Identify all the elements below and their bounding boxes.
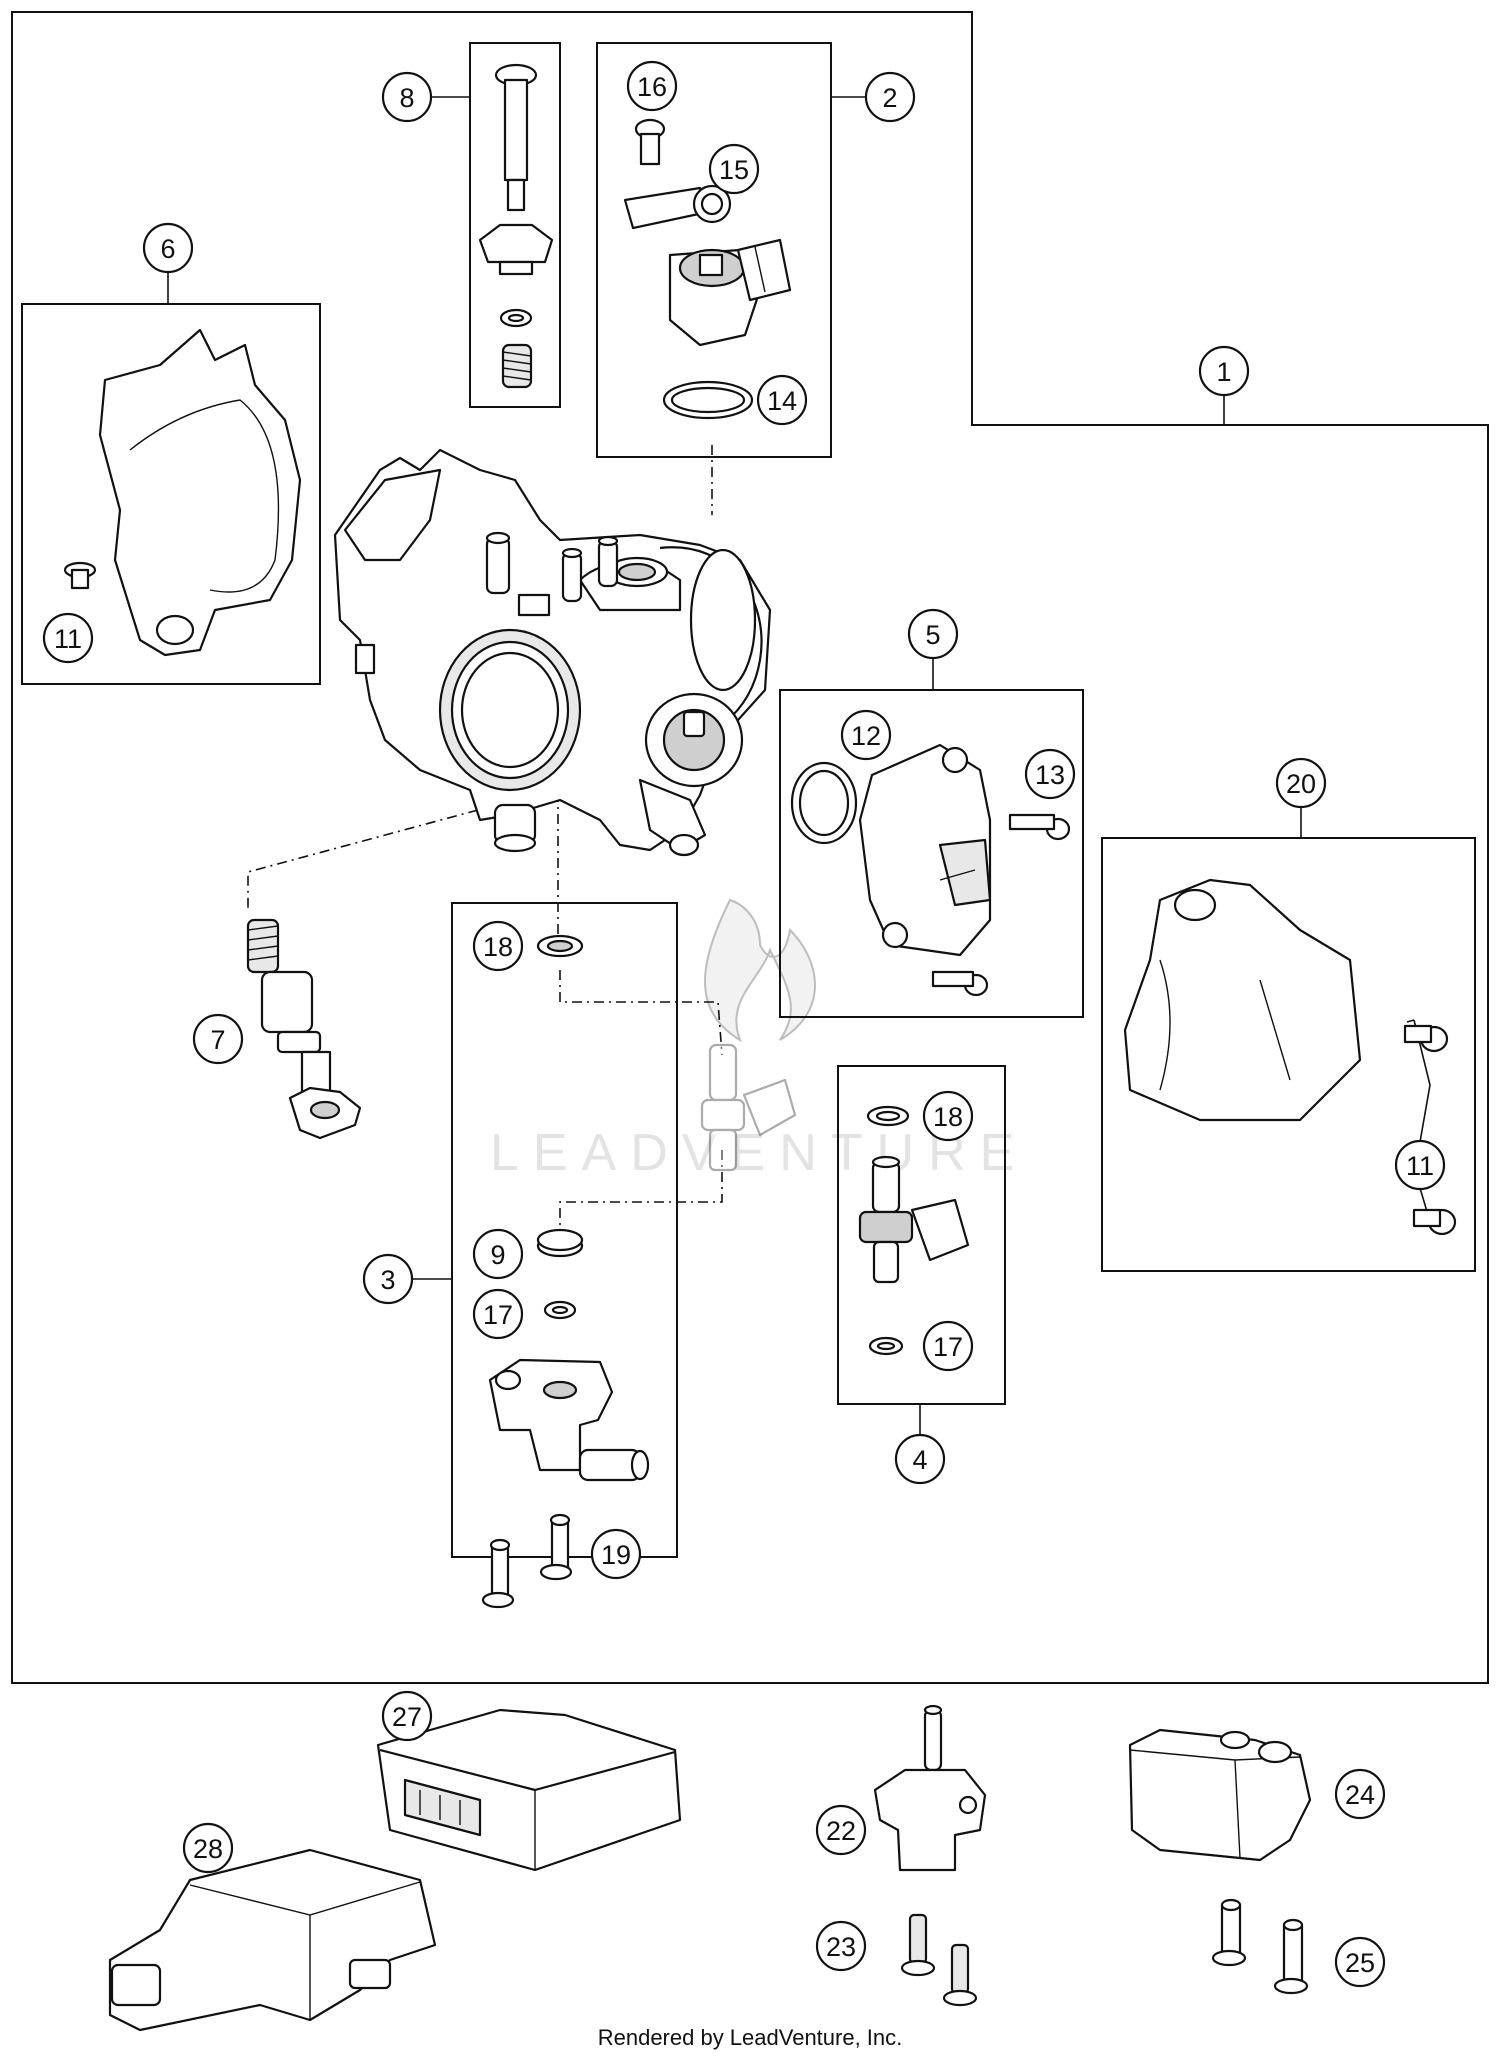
- leader-lines: [167, 96, 1431, 1436]
- callout-13: 13: [1024, 748, 1076, 800]
- callout-label: 19: [601, 1540, 631, 1570]
- callout-label: 6: [160, 234, 175, 264]
- callout-label: 7: [210, 1025, 225, 1055]
- callout-12: 12: [840, 709, 892, 761]
- callout-17-right: 17: [922, 1320, 974, 1372]
- part-22-sensor: [873, 1704, 987, 1872]
- callout-label: 14: [767, 386, 797, 416]
- callout-16: 16: [626, 60, 678, 112]
- callout-15: 15: [708, 143, 760, 195]
- callout-label: 17: [483, 1300, 513, 1330]
- frame-4: [837, 1065, 1006, 1405]
- callout-18-right: 18: [922, 1090, 974, 1142]
- part-5-tps: [790, 743, 1071, 997]
- part-2-sensor-group: [623, 118, 792, 420]
- main-assembly-frame: [11, 11, 1489, 1684]
- watermark-text: LEADVENTURE: [490, 1124, 1028, 1182]
- watermark: LEADVENTURE: [490, 898, 1028, 1182]
- part-20-sensor-cover: [1123, 878, 1457, 1236]
- callout-label: 4: [912, 1445, 927, 1475]
- callout-27: 27: [381, 1690, 433, 1742]
- callout-label: 23: [826, 1932, 856, 1962]
- callout-19: 19: [590, 1528, 642, 1580]
- callout-20: 20: [1275, 757, 1327, 809]
- callout-label: 1: [1216, 357, 1231, 387]
- callout-4: 4: [894, 1433, 946, 1485]
- footer-credit: Rendered by LeadVenture, Inc.: [598, 2025, 903, 2050]
- callout-18-left: 18: [472, 920, 524, 972]
- part-8-idle-adjuster: [478, 63, 554, 389]
- frame-2: [596, 42, 832, 458]
- frame-6: [21, 303, 321, 685]
- callout-label: 16: [637, 72, 667, 102]
- callout-label: 22: [826, 1816, 856, 1846]
- frame-20: [1101, 837, 1476, 1272]
- callout-7: 7: [192, 1013, 244, 1065]
- frame-8: [469, 42, 561, 408]
- callout-label: 18: [933, 1102, 963, 1132]
- callout-25: 25: [1334, 1936, 1386, 1988]
- throttle-body: [333, 448, 772, 857]
- callout-label: 15: [719, 155, 749, 185]
- callout-label: 2: [882, 83, 897, 113]
- callout-11-right: 11: [1394, 1139, 1446, 1191]
- callout-label: 8: [399, 83, 414, 113]
- part-4-injector: [858, 1105, 970, 1356]
- callout-label: 13: [1035, 760, 1065, 790]
- part-3-injector-group: [481, 934, 797, 1609]
- callout-label: 9: [490, 1240, 505, 1270]
- callout-11-left: 11: [42, 612, 94, 664]
- part-23-screws: [900, 1913, 978, 2007]
- callout-24: 24: [1334, 1768, 1386, 1820]
- part-7-sensor: [246, 918, 362, 1140]
- callout-label: 20: [1286, 769, 1316, 799]
- callout-label: 25: [1345, 1948, 1375, 1978]
- callout-label: 27: [392, 1702, 422, 1732]
- callout-label: 11: [54, 624, 82, 654]
- callout-3: 3: [362, 1253, 414, 1305]
- callout-23: 23: [815, 1920, 867, 1972]
- callout-28: 28: [182, 1822, 234, 1874]
- callout-label: 11: [1406, 1151, 1434, 1181]
- callout-label: 28: [193, 1834, 223, 1864]
- part-6-cover: [63, 328, 302, 657]
- part-25-bolts: [1211, 1898, 1309, 1995]
- callout-label: 17: [933, 1332, 963, 1362]
- callout-1: 1: [1198, 345, 1250, 397]
- part-24-connector: [1128, 1728, 1312, 1862]
- callout-6: 6: [142, 222, 194, 274]
- callout-2: 2: [864, 71, 916, 123]
- callout-label: 24: [1345, 1780, 1375, 1810]
- callout-9: 9: [472, 1228, 524, 1280]
- frame-5: [779, 689, 1084, 1018]
- callout-17-left: 17: [472, 1288, 524, 1340]
- callout-label: 18: [483, 932, 513, 962]
- callout-label: 12: [851, 721, 881, 751]
- callout-label: 3: [380, 1265, 395, 1295]
- part-28-module: [108, 1848, 437, 2032]
- callout-22: 22: [815, 1804, 867, 1856]
- callout-8: 8: [381, 71, 433, 123]
- callout-label: 5: [925, 620, 940, 650]
- part-27-ecu: [376, 1708, 682, 1872]
- callout-14: 14: [756, 374, 808, 426]
- callout-5: 5: [907, 608, 959, 660]
